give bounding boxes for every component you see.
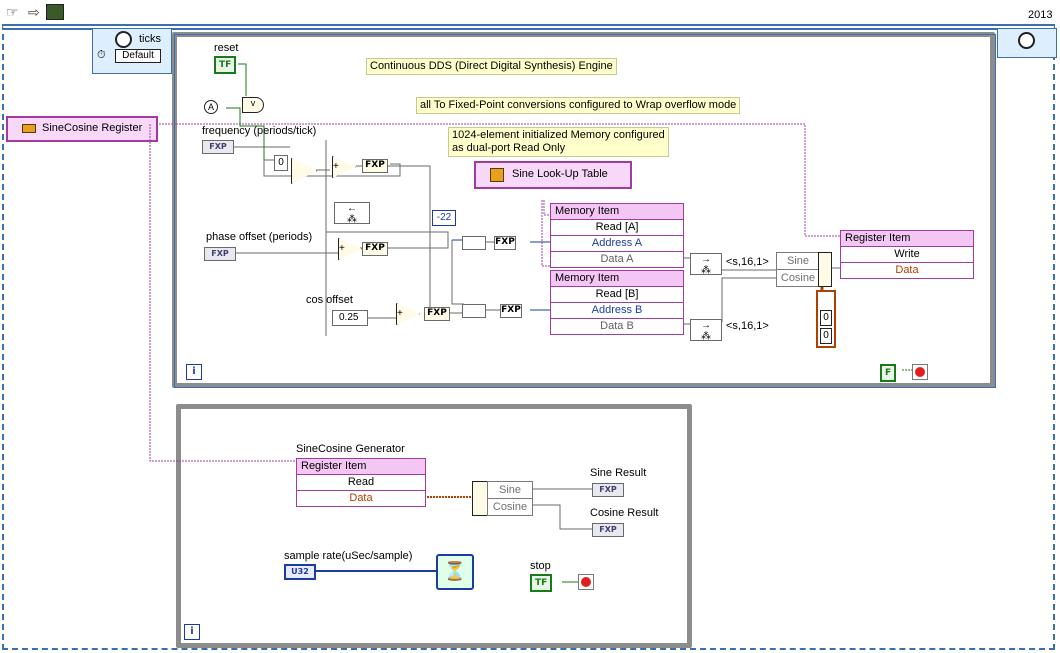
- reg-read-title: Register Item: [297, 459, 425, 475]
- highlight-icon[interactable]: [46, 4, 64, 20]
- timing-source-node[interactable]: ticks Default ⏱: [92, 28, 172, 74]
- memory-a-data[interactable]: Data A: [600, 253, 634, 265]
- memory-b-address[interactable]: Address B: [551, 303, 683, 319]
- bundle-node-top: Sine Cosine: [776, 252, 820, 287]
- dds-comment: Continuous DDS (Direct Digital Synthesis…: [366, 58, 617, 75]
- zero-constant: 0: [274, 155, 288, 171]
- sample-rate-label: sample rate(uSec/sample): [284, 550, 413, 562]
- cosine-result-label: Cosine Result: [590, 507, 659, 519]
- bundle-connector: [818, 252, 832, 287]
- memory-item-b[interactable]: Memory Item Read [B] Address B Data B: [550, 270, 684, 335]
- memory-a-title: Memory Item: [551, 204, 683, 220]
- shift-node-b: [462, 304, 486, 318]
- neg22-constant: -22: [432, 210, 456, 226]
- memory-comment: 1024-element initialized Memory configur…: [448, 127, 669, 157]
- reg-write-method[interactable]: Write: [841, 247, 973, 263]
- loop-condition-top[interactable]: [912, 364, 928, 380]
- or-gate: v: [242, 97, 264, 113]
- memory-b-data[interactable]: Data B: [600, 320, 634, 332]
- bool-array-value-1: 0: [820, 310, 832, 326]
- iteration-terminal-top: i: [186, 364, 202, 380]
- register-control-label: SineCosine Register: [42, 122, 143, 134]
- format-label-b: <s,16,1>: [726, 320, 769, 332]
- memory-item-a[interactable]: Memory Item Read [A] Address A Data A: [550, 203, 684, 268]
- to-fxp-addr-a: FXP: [494, 236, 516, 250]
- phase-offset-label: phase offset (periods): [206, 231, 313, 243]
- wait-timer-icon: ⏳: [436, 554, 474, 590]
- year-badge: 2013: [1028, 9, 1053, 21]
- to-fxp-node-2: FXP: [362, 242, 388, 256]
- shift-register-node: ←⁂: [334, 202, 370, 225]
- sine-lut-control[interactable]: Sine Look-Up Table: [474, 161, 632, 189]
- memory-a-method[interactable]: Read [A]: [551, 220, 683, 236]
- register-icon: [22, 124, 36, 133]
- cosine-result-indicator: FXP: [592, 523, 624, 537]
- unbundle-sine: Sine: [488, 482, 532, 499]
- unbundle-node-bottom: Sine Cosine: [487, 481, 533, 516]
- reg-write-data[interactable]: Data: [895, 264, 919, 276]
- false-constant: F: [880, 364, 897, 382]
- cos-offset-label: cos offset: [306, 294, 353, 306]
- bundle-sine: Sine: [777, 253, 819, 270]
- memory-comment-line1: 1024-element initialized Memory configur…: [452, 129, 665, 141]
- frequency-control[interactable]: FXP: [202, 140, 234, 154]
- reset-label: reset: [214, 42, 239, 54]
- cos-offset-control[interactable]: 0.25: [332, 310, 368, 326]
- stop-control[interactable]: TF: [530, 574, 553, 592]
- ticks-label: ticks: [139, 33, 161, 45]
- timing-output-node[interactable]: [997, 28, 1057, 58]
- memory-b-method[interactable]: Read [B]: [551, 287, 683, 303]
- lut-label: Sine Look-Up Table: [512, 168, 608, 180]
- clock-icon: [115, 31, 132, 48]
- register-item-write[interactable]: Register Item Write Data: [840, 230, 974, 279]
- loop-condition-bottom[interactable]: [578, 574, 594, 590]
- clock-icon: [1018, 32, 1035, 49]
- reset-control[interactable]: TF: [214, 56, 237, 74]
- sine-result-indicator: FXP: [592, 483, 624, 497]
- to-fxp-addr-b: FXP: [500, 304, 522, 318]
- memory-comment-line2: as dual-port Read Only: [452, 142, 566, 154]
- first-call-icon: A: [204, 100, 218, 114]
- register-item-read[interactable]: Register Item Read Data: [296, 458, 426, 507]
- reg-write-title: Register Item: [841, 231, 973, 247]
- convert-node-a: →⁂: [690, 253, 722, 276]
- generator-label: SineCosine Generator: [296, 443, 405, 455]
- unbundle-connector: [472, 481, 488, 516]
- timed-loop-frame: [2, 24, 1055, 650]
- memory-a-address[interactable]: Address A: [551, 236, 683, 252]
- bool-array: 0 0: [816, 290, 836, 348]
- reg-read-data[interactable]: Data: [349, 492, 373, 504]
- step-icon[interactable]: ⇨: [28, 4, 40, 20]
- wrap-comment: all To Fixed-Point conversions configure…: [416, 97, 741, 114]
- cos-offset-value: 0.25: [339, 312, 359, 323]
- sinecosine-register-control[interactable]: SineCosine Register: [6, 116, 158, 142]
- phase-offset-control[interactable]: FXP: [204, 247, 236, 261]
- timing-clock-small-icon: ⏱: [97, 49, 106, 61]
- timing-source-select[interactable]: Default: [115, 49, 161, 63]
- shift-node-a: [462, 236, 486, 250]
- convert-node-b: →⁂: [690, 319, 722, 342]
- stop-label: stop: [530, 560, 551, 572]
- bottom-while-loop: [176, 404, 692, 648]
- run-icon[interactable]: ☞: [6, 4, 19, 20]
- unbundle-cosine: Cosine: [492, 501, 528, 513]
- format-label-a: <s,16,1>: [726, 256, 769, 268]
- reg-read-method[interactable]: Read: [297, 475, 425, 491]
- to-fxp-node-3: FXP: [424, 307, 450, 321]
- top-loop-inner: [174, 34, 996, 388]
- grid-icon: [490, 168, 504, 182]
- iteration-terminal-bottom: i: [184, 624, 200, 640]
- bool-array-value-2: 0: [820, 328, 832, 344]
- to-fxp-node-1: FXP: [362, 159, 388, 173]
- bundle-cosine: Cosine: [780, 272, 816, 284]
- frequency-label: frequency (periods/tick): [202, 125, 317, 137]
- memory-b-title: Memory Item: [551, 271, 683, 287]
- sample-rate-control[interactable]: U32: [284, 564, 316, 580]
- sine-result-label: Sine Result: [590, 467, 647, 479]
